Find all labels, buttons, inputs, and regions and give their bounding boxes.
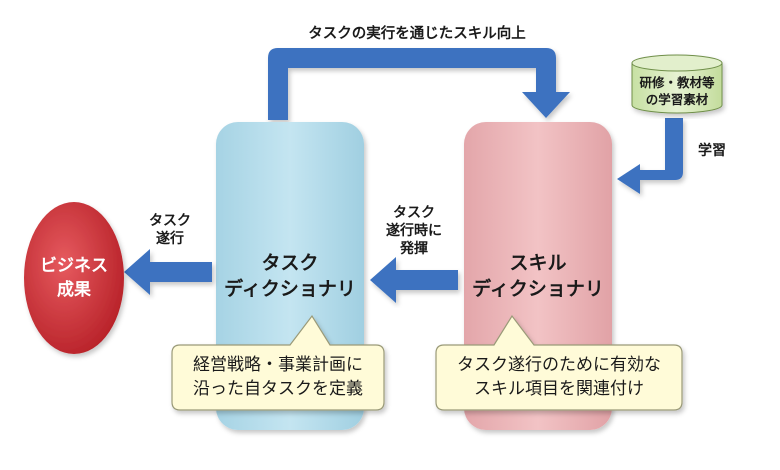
skill-callout-line2: スキル項目を関連付け	[474, 379, 644, 399]
task-callout-line2: 沿った自タスクを定義	[193, 379, 363, 399]
learning-label: 学習	[698, 143, 726, 159]
exertion-line2: 遂行時に	[386, 223, 442, 239]
top-arrow-label: タスクの実行を通じたスキル向上	[308, 26, 526, 42]
skill-dictionary-title: スキル ディクショナリ	[464, 250, 612, 302]
task-dictionary-line1: タスク	[261, 252, 319, 274]
skill-dictionary-line2: ディクショナリ	[472, 278, 604, 300]
task-execution-label: タスク 遂行	[140, 212, 200, 248]
task-dictionary-title: タスク ディクショナリ	[216, 250, 364, 302]
business-result-line1: ビジネス	[40, 256, 108, 276]
business-result-title: ビジネス 成果	[28, 254, 120, 302]
exertion-label: タスク 遂行時に 発揮	[376, 204, 452, 258]
task-dictionary-line2: ディクショナリ	[224, 278, 356, 300]
task-callout-bubble	[171, 314, 385, 411]
task-to-business-arrow	[124, 249, 212, 295]
skill-callout-text: タスク遂行のために有効な スキル項目を関連付け	[436, 353, 682, 401]
skill-callout-bubble	[435, 314, 683, 411]
task-callout-line1: 経営戦略・事業計画に	[193, 355, 363, 375]
exertion-line1: タスク	[393, 205, 435, 221]
top-arrow	[268, 48, 570, 120]
business-result-ellipse	[24, 202, 124, 354]
learning-material-line1: 研修・教材等	[639, 75, 715, 90]
task-execution-line1: タスク	[149, 213, 191, 229]
learning-material-line2: の学習素材	[645, 92, 709, 107]
task-execution-line2: 遂行	[156, 231, 184, 247]
skill-to-task-arrow	[370, 257, 458, 303]
exertion-line3: 発揮	[400, 241, 428, 257]
task-callout-text: 経営戦略・事業計画に 沿った自タスクを定義	[172, 353, 384, 401]
learning-material-label: 研修・教材等 の学習素材	[632, 74, 722, 108]
skill-callout-line1: タスク遂行のために有効な	[457, 355, 661, 375]
skill-dictionary-line1: スキル	[509, 252, 567, 274]
learning-material-cylinder	[631, 54, 723, 114]
business-result-line2: 成果	[57, 280, 91, 300]
learning-arrow	[617, 118, 683, 194]
